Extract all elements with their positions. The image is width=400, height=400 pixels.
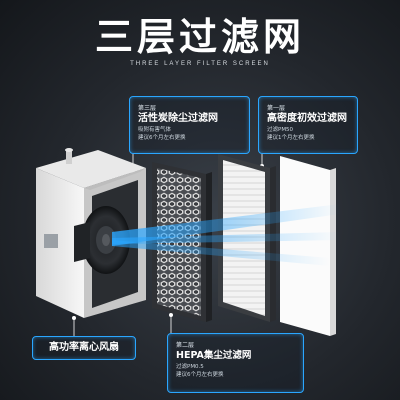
layer-note: 建议6个月左右更换: [138, 135, 186, 141]
layer-name: 高密度初效过滤网: [267, 113, 347, 124]
callout-layer-3: 第三层 活性炭除尘过滤网 吸附有害气体 建议6个月左右更换: [129, 96, 250, 154]
layer-name: 活性炭除尘过滤网: [138, 113, 218, 124]
layer-note: 过滤PM0.5: [176, 364, 204, 370]
layer-name: HEPA集尘过滤网: [176, 350, 252, 361]
layer-number: 第三层: [138, 105, 157, 112]
layer-number: 第二层: [176, 342, 195, 349]
page-title: 三层过滤网: [94, 15, 305, 59]
layer-note: 建议6个月左右更换: [176, 372, 224, 378]
layer-number: 第一层: [267, 105, 286, 112]
callout-layer-2: 第二层 HEPA集尘过滤网 过滤PM0.5 建议6个月左右更换: [167, 333, 304, 393]
layer-note: 吸附有害气体: [138, 127, 172, 133]
fan-label: 高功率离心风扇: [32, 336, 136, 360]
layer-note: 过滤PM50: [267, 127, 294, 133]
callout-layer-1: 第一层 高密度初效过滤网 过滤PM50 建议1个月左右更换: [258, 96, 358, 154]
layer-note: 建议1个月左右更换: [267, 135, 315, 141]
airflow-arrow: [112, 204, 340, 266]
page-subtitle: THREE LAYER FILTER SCREEN: [130, 61, 270, 67]
fan-image: [74, 206, 130, 274]
prefilter-image: [280, 156, 336, 336]
